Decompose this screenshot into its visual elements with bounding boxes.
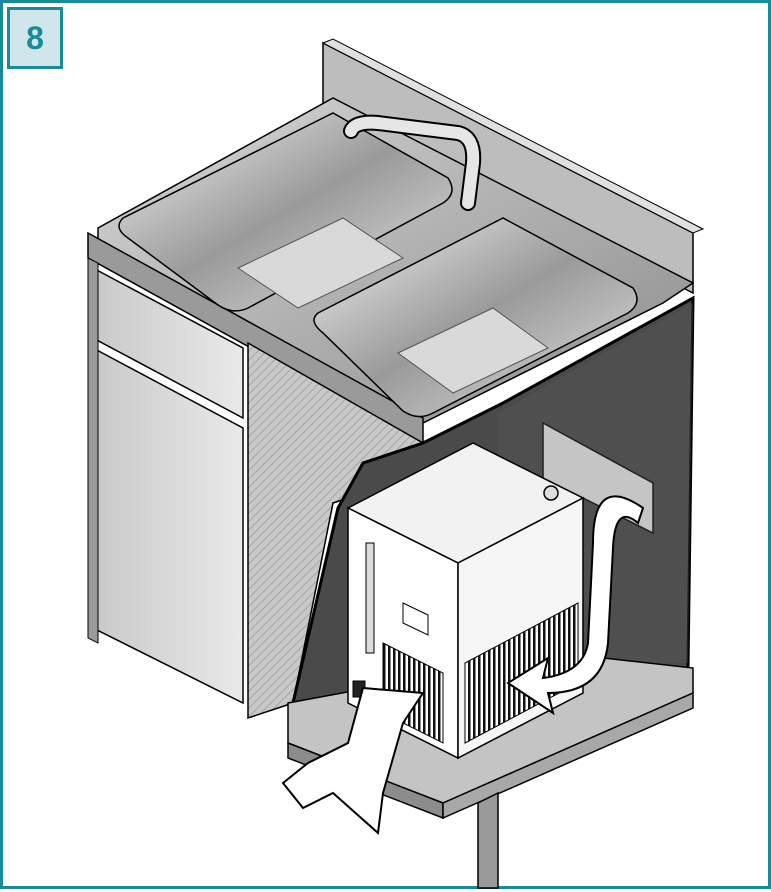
water-chiller-unit xyxy=(346,442,585,760)
step-number: 8 xyxy=(26,19,44,56)
faucet-icon xyxy=(343,114,482,211)
airflow-arrow-icon xyxy=(281,686,425,836)
chiller-connector xyxy=(543,485,559,501)
step-number-badge: 8 xyxy=(7,7,63,69)
airflow-arrow-icon xyxy=(506,495,645,716)
sink-cabinet-illustration xyxy=(87,38,705,889)
cabinet-frame-left xyxy=(87,257,99,644)
chiller-label-plate xyxy=(402,602,429,636)
shelf-support-leg xyxy=(477,791,499,889)
sink-bowl-left xyxy=(118,112,453,312)
chiller-water-tube xyxy=(365,542,375,654)
